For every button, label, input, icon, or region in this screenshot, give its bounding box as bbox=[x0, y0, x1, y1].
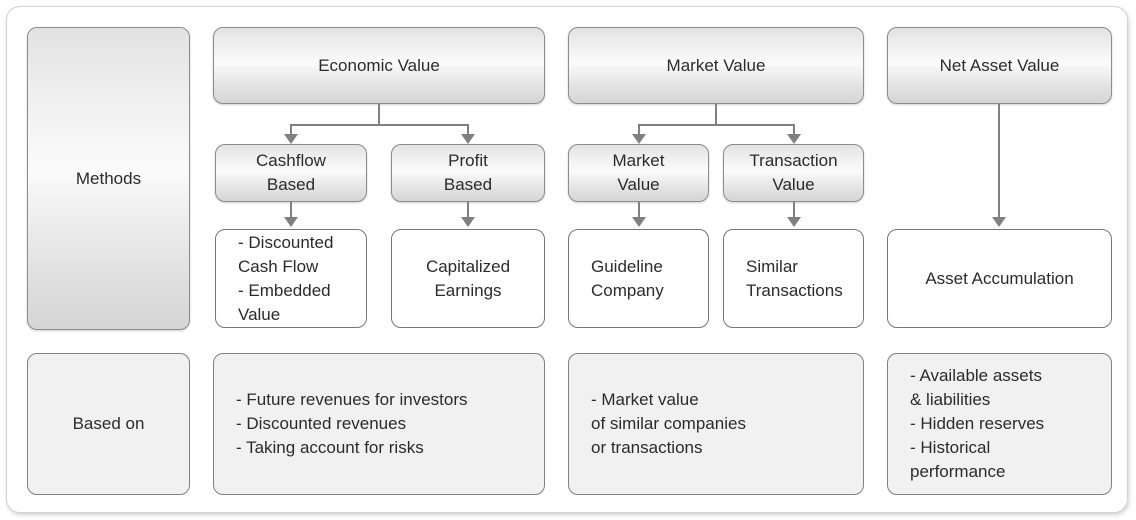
node-cashflow-based[interactable]: Cashflow Based bbox=[215, 144, 367, 202]
node-economic-value-basis[interactable]: - Future revenues for investors - Discou… bbox=[213, 353, 545, 495]
node-net-asset-value[interactable]: Net Asset Value bbox=[887, 27, 1112, 104]
node-market-value[interactable]: Market Value bbox=[568, 27, 864, 104]
connector-net-asset-to-accumulation bbox=[998, 104, 1000, 218]
connector-cashflow-to-dcf bbox=[290, 202, 292, 218]
node-economic-value-basis-label: - Future revenues for investors - Discou… bbox=[236, 390, 468, 457]
node-similar-transactions-label: Similar Transactions bbox=[746, 256, 843, 300]
node-profit-based-label: Profit Based bbox=[443, 151, 493, 194]
connector-market-bar bbox=[638, 124, 794, 126]
connector-economic-bar bbox=[290, 124, 468, 126]
node-transaction-value-label: Transaction Value bbox=[749, 151, 838, 194]
arrowhead-market-to-market-sub bbox=[632, 134, 646, 144]
node-asset-accumulation[interactable]: Asset Accumulation bbox=[887, 229, 1112, 328]
node-profit-based[interactable]: Profit Based bbox=[391, 144, 545, 202]
node-economic-value[interactable]: Economic Value bbox=[213, 27, 545, 104]
node-net-asset-value-basis-label: - Available assets & liabilities - Hidde… bbox=[910, 366, 1045, 481]
row-label-based-on: Based on bbox=[27, 353, 190, 495]
arrowhead-transaction-to-similar bbox=[787, 217, 801, 227]
connector-market-to-market-sub bbox=[638, 124, 640, 136]
node-discounted-cash-flow[interactable]: - Discounted Cash Flow - Embedded Value bbox=[215, 229, 367, 328]
node-discounted-cash-flow-label: - Discounted Cash Flow - Embedded Value bbox=[238, 232, 334, 324]
node-similar-transactions[interactable]: Similar Transactions bbox=[723, 229, 864, 328]
node-market-value-sub-label: Market Value bbox=[612, 151, 665, 194]
arrowhead-market-to-transaction bbox=[787, 134, 801, 144]
connector-market-sub-to-guideline bbox=[638, 202, 640, 218]
arrowhead-economic-to-profit bbox=[461, 134, 475, 144]
node-economic-value-label: Economic Value bbox=[318, 55, 440, 75]
connector-profit-to-capitalized bbox=[467, 202, 469, 218]
connector-market-to-transaction bbox=[793, 124, 795, 136]
node-transaction-value[interactable]: Transaction Value bbox=[723, 144, 864, 202]
node-net-asset-value-label: Net Asset Value bbox=[939, 55, 1060, 75]
node-net-asset-value-basis[interactable]: - Available assets & liabilities - Hidde… bbox=[887, 353, 1112, 495]
node-cashflow-based-label: Cashflow Based bbox=[256, 151, 326, 194]
node-market-value-label: Market Value bbox=[666, 55, 766, 75]
node-capitalized-earnings-label: Capitalized Earnings bbox=[425, 256, 511, 300]
node-market-value-sub[interactable]: Market Value bbox=[568, 144, 709, 202]
node-guideline-company[interactable]: Guideline Company bbox=[568, 229, 709, 328]
arrowhead-cashflow-to-dcf bbox=[284, 217, 298, 227]
arrowhead-market-sub-to-guideline bbox=[632, 217, 646, 227]
row-label-methods: Methods bbox=[27, 27, 190, 330]
arrowhead-economic-to-cashflow bbox=[284, 134, 298, 144]
connector-transaction-to-similar bbox=[793, 202, 795, 218]
arrowhead-net-asset-to-accumulation bbox=[992, 217, 1006, 227]
node-guideline-company-label: Guideline Company bbox=[591, 256, 664, 300]
connector-market-stem bbox=[715, 104, 717, 125]
connector-economic-to-profit bbox=[467, 124, 469, 136]
node-market-value-basis-label: - Market value of similar companies or t… bbox=[591, 390, 746, 457]
arrowhead-profit-to-capitalized bbox=[461, 217, 475, 227]
row-label-based-on-text: Based on bbox=[72, 414, 145, 433]
row-label-methods-text: Methods bbox=[75, 168, 142, 188]
connector-economic-to-cashflow bbox=[290, 124, 292, 136]
node-asset-accumulation-label: Asset Accumulation bbox=[925, 268, 1074, 288]
node-market-value-basis[interactable]: - Market value of similar companies or t… bbox=[568, 353, 864, 495]
connector-economic-stem bbox=[378, 104, 380, 125]
node-capitalized-earnings[interactable]: Capitalized Earnings bbox=[391, 229, 545, 328]
